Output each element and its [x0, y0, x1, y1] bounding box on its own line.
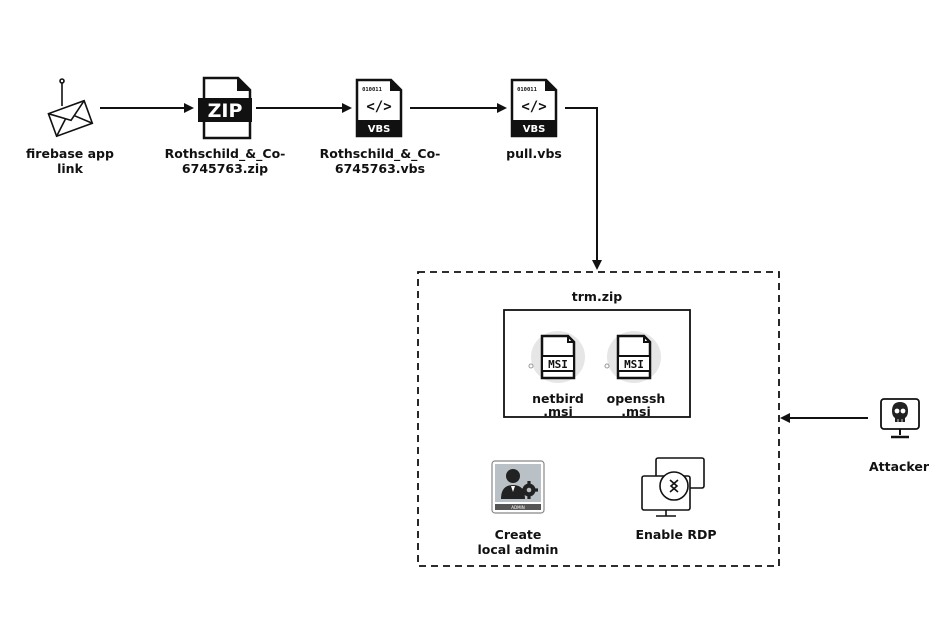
- zip-label-line1: Rothschild_&_Co-: [165, 146, 286, 162]
- vbs-bits: 010011: [362, 87, 383, 93]
- vbs-badge: VBS: [368, 124, 391, 135]
- trm-box: [503, 309, 691, 418]
- netbird-label-line2: .msi: [543, 404, 573, 419]
- envelope-icon: [47, 78, 94, 138]
- openssh-label-line2: .msi: [621, 404, 651, 419]
- skull-monitor-icon: [880, 398, 920, 439]
- vbs1-label-line2: 6745763.vbs: [335, 161, 425, 176]
- admin-label-line2: local admin: [478, 542, 559, 557]
- netbird-label-line1: netbird: [532, 391, 584, 406]
- msi-badge: MSI: [624, 358, 644, 371]
- payload-container: [417, 271, 780, 567]
- vbs-file-icon: 010011 </> VBS: [355, 78, 403, 138]
- vbs1-label-line1: Rothschild_&_Co-: [320, 146, 441, 162]
- zip-file-icon: ZIP: [198, 76, 252, 140]
- admin-label-line1: Create: [495, 527, 542, 542]
- zip-label-line2: 6745763.zip: [182, 161, 268, 176]
- zip-badge: ZIP: [208, 100, 243, 122]
- firebase-label-line2: link: [57, 161, 83, 176]
- msi-file-icon: MSI: [604, 331, 661, 383]
- vbs-badge: VBS: [523, 124, 546, 135]
- svg-text:</>: </>: [366, 99, 391, 115]
- trm-title: trm.zip: [572, 289, 622, 304]
- rdp-icon: [641, 457, 705, 517]
- admin-user-icon: ADMIN: [491, 460, 545, 514]
- admin-badge: ADMIN: [511, 505, 524, 510]
- msi-file-icon: MSI: [528, 331, 585, 383]
- arrow-pull-to-container: [565, 107, 602, 270]
- rdp-label: Enable RDP: [635, 527, 716, 542]
- firebase-label-line1: firebase app: [26, 146, 114, 161]
- pull-label: pull.vbs: [506, 146, 562, 161]
- vbs-bits: 010011: [517, 87, 538, 93]
- svg-text:</>: </>: [521, 99, 546, 115]
- attacker-label: Attacker: [869, 459, 930, 474]
- vbs-file-icon: 010011 </> VBS: [510, 78, 558, 138]
- msi-badge: MSI: [548, 358, 568, 371]
- openssh-label-line1: openssh: [607, 391, 666, 406]
